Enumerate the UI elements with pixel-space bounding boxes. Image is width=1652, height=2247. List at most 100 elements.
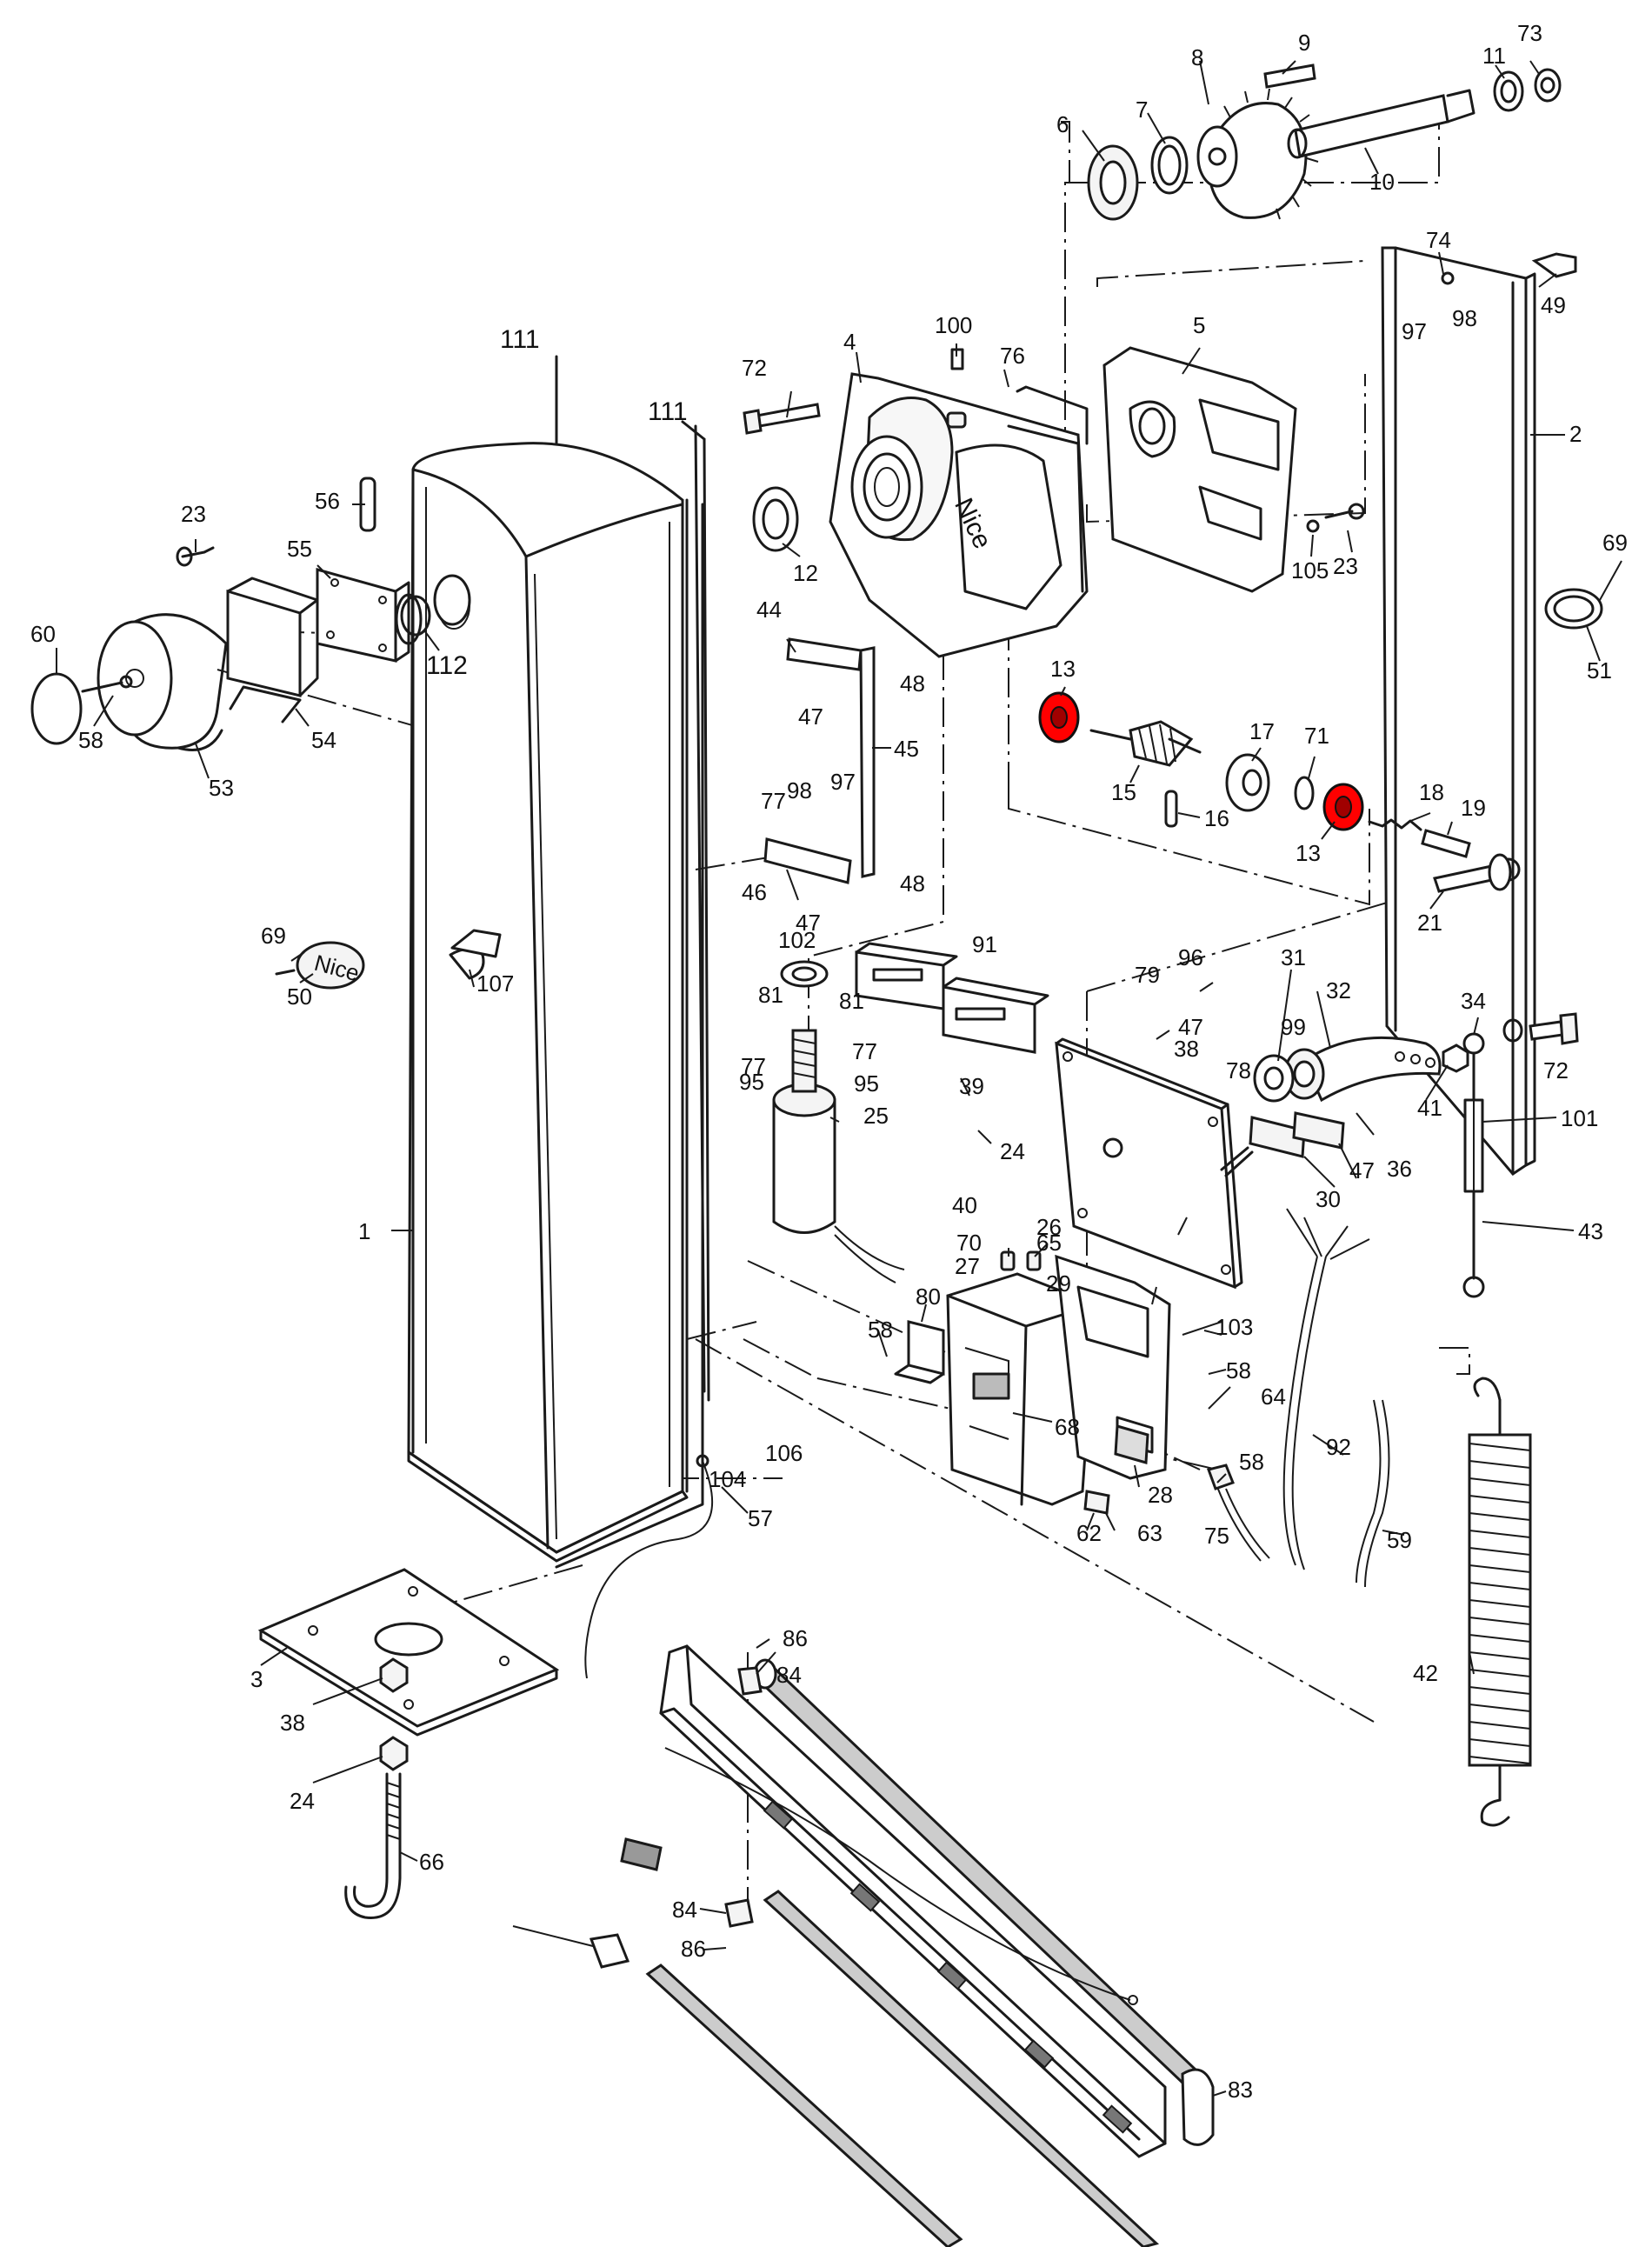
terminal-28 xyxy=(1114,1424,1149,1464)
callout-104: 104 xyxy=(709,1466,746,1492)
connector-62 xyxy=(1083,1490,1110,1515)
callout-79: 79 xyxy=(1135,962,1160,988)
callout-83: 83 xyxy=(1228,2077,1253,2103)
callout-111-left: 111 xyxy=(500,325,540,354)
callout-4: 4 xyxy=(843,329,856,355)
callout-111-right: 111 xyxy=(648,397,688,426)
callout-98-mid: 98 xyxy=(787,777,812,803)
cap-60 xyxy=(30,672,83,745)
cable-59 xyxy=(1356,1399,1390,1588)
callout-95-left: 95 xyxy=(739,1069,764,1095)
callout-69-left: 69 xyxy=(261,923,286,949)
callout-2: 2 xyxy=(1569,421,1582,447)
callout-46: 46 xyxy=(742,879,767,905)
drive-cover-53 xyxy=(97,613,228,751)
callout-29: 29 xyxy=(1046,1270,1071,1297)
callout-32: 32 xyxy=(1326,977,1351,1003)
plate-46 xyxy=(763,837,852,884)
bracket-80 xyxy=(894,1320,945,1384)
oring-112 xyxy=(400,595,431,637)
callout-72-right: 72 xyxy=(1543,1057,1569,1083)
worm-shaft-15 xyxy=(1089,720,1202,767)
callout-84-top: 84 xyxy=(776,1662,802,1688)
callout-70: 70 xyxy=(956,1230,982,1256)
callout-12: 12 xyxy=(793,560,818,586)
callout-7: 7 xyxy=(1136,97,1148,123)
screw-49 xyxy=(1531,252,1577,278)
callout-81-right: 81 xyxy=(839,988,864,1014)
callout-86-top: 86 xyxy=(783,1625,808,1651)
callout-21: 21 xyxy=(1417,910,1442,936)
callout-66: 66 xyxy=(419,1849,444,1875)
mounting-plate-26 xyxy=(1055,1037,1243,1290)
cable-75 xyxy=(1207,1464,1270,1562)
callout-58-low: 58 xyxy=(1239,1449,1264,1475)
callout-101: 101 xyxy=(1561,1105,1598,1131)
bearing-13-right xyxy=(1322,783,1364,831)
callout-45: 45 xyxy=(894,736,919,762)
control-box-27 xyxy=(946,1272,1097,1506)
rail-111 xyxy=(555,355,710,1402)
callout-48-mid: 48 xyxy=(900,870,925,897)
nut-41 xyxy=(1442,1043,1469,1073)
callout-34: 34 xyxy=(1461,988,1486,1014)
callout-95-right: 95 xyxy=(854,1070,879,1097)
callout-13-right: 13 xyxy=(1296,840,1321,866)
bolt-72-top xyxy=(743,403,821,435)
callout-43: 43 xyxy=(1578,1218,1603,1244)
callout-99: 99 xyxy=(1281,1014,1306,1040)
callout-10: 10 xyxy=(1369,169,1395,195)
callout-97-top: 97 xyxy=(1402,318,1427,344)
callout-48-top: 48 xyxy=(900,670,925,697)
callout-72-top: 72 xyxy=(742,355,767,381)
callout-15: 15 xyxy=(1111,779,1136,805)
callout-77-right: 77 xyxy=(852,1038,877,1064)
callout-39: 39 xyxy=(959,1073,984,1099)
callout-24-base: 24 xyxy=(290,1788,315,1814)
callout-76: 76 xyxy=(1000,343,1025,369)
callout-68: 68 xyxy=(1055,1414,1080,1440)
seal-12 xyxy=(752,486,799,552)
relay-91-a xyxy=(855,942,958,1010)
callout-28: 28 xyxy=(1148,1482,1173,1508)
screw-58 xyxy=(81,675,133,693)
callout-58-box: 58 xyxy=(868,1317,893,1343)
clip-84-bottom xyxy=(724,1898,754,1928)
callouts: 9 73 8 11 6 7 10 74 49 97 98 111 111 4 1… xyxy=(30,20,1628,2103)
callout-25: 25 xyxy=(863,1103,889,1129)
callout-38-base: 38 xyxy=(280,1710,305,1736)
callout-8: 8 xyxy=(1191,44,1203,70)
callout-57: 57 xyxy=(748,1505,773,1531)
callout-71: 71 xyxy=(1304,723,1329,749)
callout-38-mid: 38 xyxy=(1174,1036,1199,1062)
spring-42 xyxy=(1468,1377,1532,1827)
motor-housing-4: Nice xyxy=(829,372,1089,658)
callout-44: 44 xyxy=(756,597,782,623)
callout-92: 92 xyxy=(1326,1434,1351,1460)
cam-99 xyxy=(1283,1048,1325,1100)
callout-112: 112 xyxy=(426,651,468,680)
callout-23-right: 23 xyxy=(1333,553,1358,579)
callout-103: 103 xyxy=(1216,1314,1253,1340)
callout-105: 105 xyxy=(1291,557,1329,583)
callout-91: 91 xyxy=(972,931,997,957)
callout-75: 75 xyxy=(1204,1523,1229,1549)
knobs-70 xyxy=(1000,1250,1042,1271)
rubber-edge-bottom xyxy=(645,1964,963,2247)
callout-30: 30 xyxy=(1316,1186,1341,1212)
callout-50: 50 xyxy=(287,983,312,1010)
callout-63: 63 xyxy=(1137,1520,1162,1546)
leader-lines xyxy=(56,60,1622,2097)
callout-98-top: 98 xyxy=(1452,305,1477,331)
callout-56: 56 xyxy=(315,488,340,514)
bracket-54 xyxy=(226,577,319,723)
callout-24-mid: 24 xyxy=(1000,1138,1025,1164)
plate-55 xyxy=(316,568,423,663)
callout-19: 19 xyxy=(1461,795,1486,821)
clip-84-top xyxy=(737,1666,763,1696)
spring-18 xyxy=(1368,818,1422,831)
bar-45 xyxy=(859,646,876,878)
bearing-13-left xyxy=(1038,691,1080,743)
callout-80: 80 xyxy=(916,1284,941,1310)
